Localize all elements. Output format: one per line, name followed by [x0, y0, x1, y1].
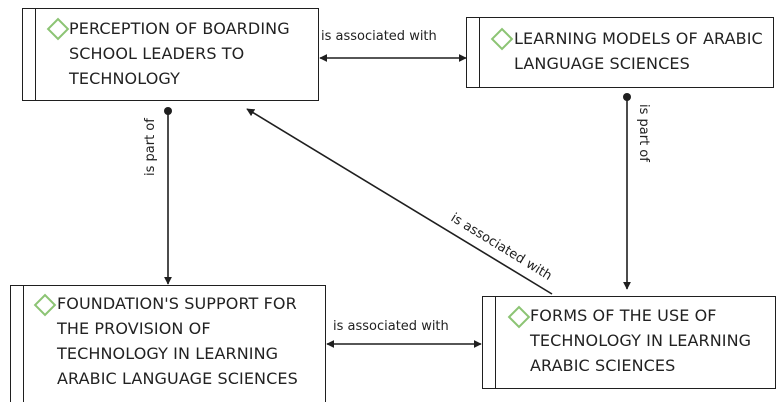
node-foundation[interactable]: FOUNDATION'S SUPPORT FOR THE PROVISION O…	[10, 285, 326, 402]
edge-forms-perception	[246, 108, 553, 295]
node-label: LEARNING MODELS OF ARABIC LANGUAGE SCIEN…	[514, 29, 763, 73]
diamond-icon	[490, 27, 514, 51]
diamond-icon	[507, 305, 531, 329]
node-label: FOUNDATION'S SUPPORT FOR THE PROVISION O…	[57, 294, 298, 388]
node-side-bar	[23, 286, 24, 402]
node-label: FORMS OF THE USE OF TECHNOLOGY IN LEARNI…	[530, 306, 752, 375]
node-forms[interactable]: FORMS OF THE USE OF TECHNOLOGY IN LEARNI…	[482, 296, 776, 389]
node-side-bar	[479, 18, 480, 87]
edge-label-forms-perception: is associated with	[448, 211, 555, 284]
edge-label-foundation-forms: is associated with	[333, 319, 449, 334]
node-label: PERCEPTION OF BOARDING SCHOOL LEADERS TO…	[69, 19, 290, 88]
node-side-bar	[495, 297, 496, 388]
node-side-bar	[35, 9, 36, 100]
edge-label-learning-forms: is part of	[636, 104, 651, 162]
diamond-icon	[46, 17, 70, 41]
diamond-icon	[33, 293, 57, 317]
node-learning-models[interactable]: LEARNING MODELS OF ARABIC LANGUAGE SCIEN…	[466, 17, 774, 88]
node-perception[interactable]: PERCEPTION OF BOARDING SCHOOL LEADERS TO…	[22, 8, 319, 101]
edge-label-perception-learning: is associated with	[321, 29, 437, 44]
edge-label-perception-foundation: is part of	[143, 118, 158, 176]
